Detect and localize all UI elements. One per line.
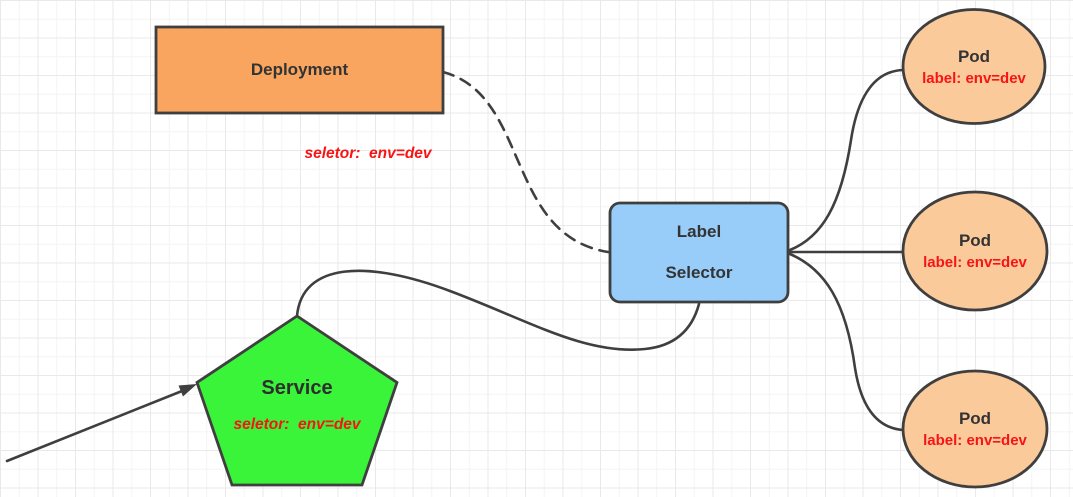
label-selector-node[interactable] — [608, 201, 790, 304]
arrow-into-service-head — [178, 384, 197, 397]
arrow-into-service[interactable] — [5, 389, 184, 463]
edge-service-to-label-selector[interactable] — [295, 269, 701, 351]
pod-node-1[interactable] — [901, 8, 1047, 125]
edge-label-selector-to-pod-3[interactable] — [788, 252, 905, 432]
service-node[interactable] — [195, 314, 399, 487]
deployment-node[interactable] — [154, 25, 445, 115]
pod-node-2[interactable] — [901, 190, 1049, 312]
edge-deployment-to-label-selector[interactable] — [441, 70, 610, 254]
pod-node-3[interactable] — [901, 369, 1049, 489]
edge-label-selector-to-pod-1[interactable] — [788, 68, 905, 252]
